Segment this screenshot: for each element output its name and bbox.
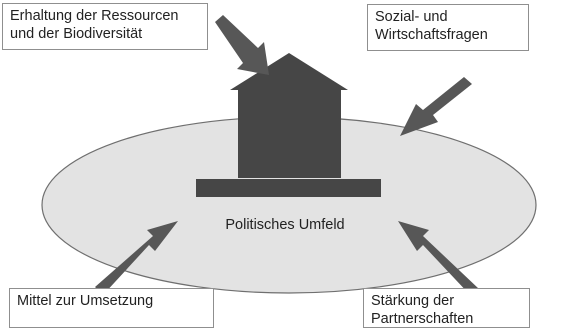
label-box-means-implementation: Mittel zur Umsetzung	[9, 288, 214, 328]
label-line: Wirtschaftsfragen	[375, 27, 488, 43]
label-line: Partnerschaften	[371, 311, 474, 327]
label-line: Erhaltung der Ressourcen	[10, 8, 179, 24]
label-box-social-economic: Sozial- und Wirtschaftsfragen	[367, 4, 529, 51]
center-label-political-environment: Politisches Umfeld	[225, 217, 345, 233]
label-box-partnerships: Stärkung der Partnerschaften	[363, 288, 530, 328]
label-line: Stärkung der	[371, 293, 455, 309]
arrow-bottom-right	[398, 221, 479, 296]
arrow-top-right	[400, 77, 472, 136]
house-icon	[196, 53, 381, 197]
label-line: und der Biodiversität	[10, 26, 143, 42]
house-base	[196, 179, 381, 197]
arrow-top-left	[215, 15, 269, 75]
label-line: Sozial- und	[375, 9, 448, 25]
house-body	[230, 53, 348, 178]
arrow-bottom-left	[95, 221, 178, 295]
label-line: Mittel zur Umsetzung	[17, 293, 154, 309]
label-box-resources-biodiversity: Erhaltung der Ressourcen und der Biodive…	[2, 3, 208, 50]
